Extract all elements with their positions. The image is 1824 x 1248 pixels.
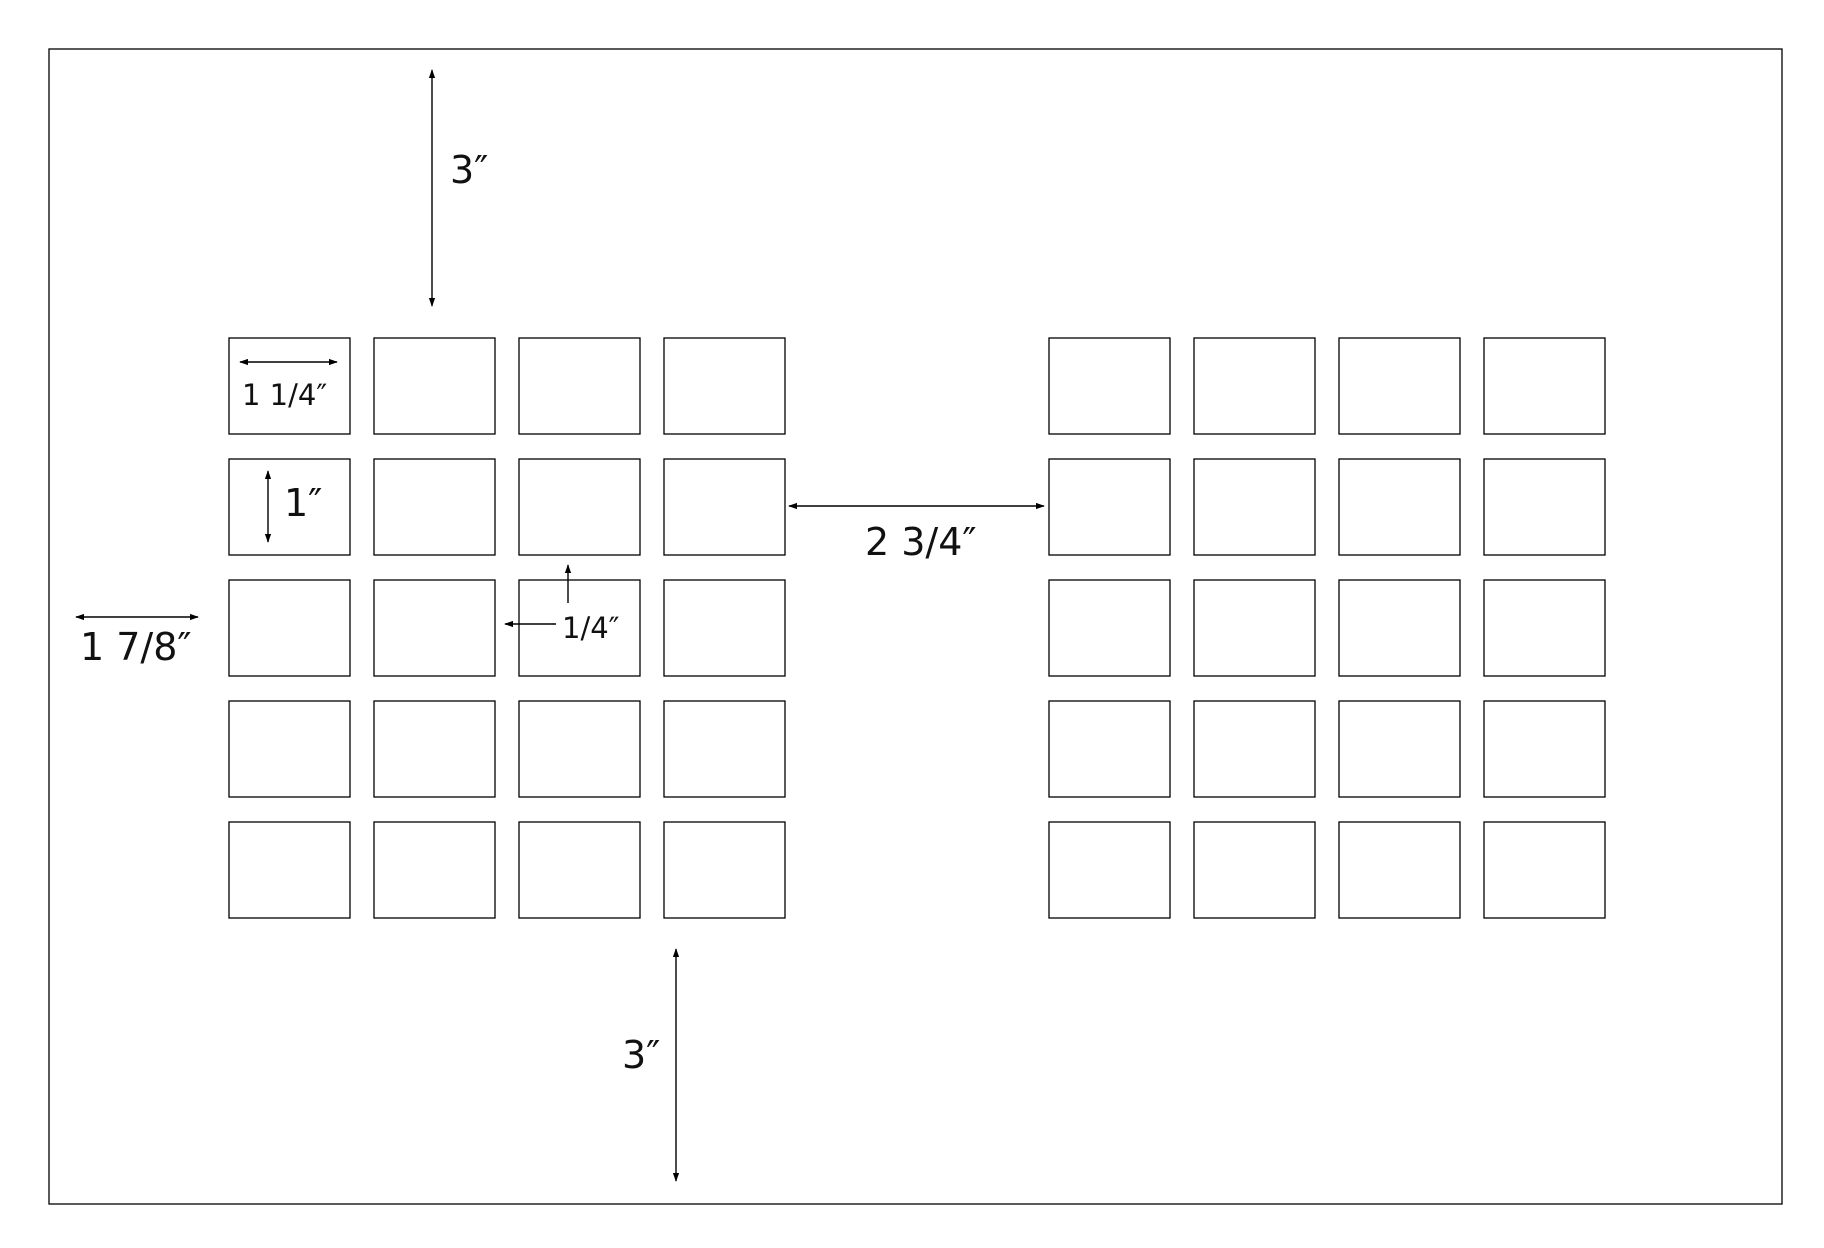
label-box-g1-r3-c2 <box>373 579 496 677</box>
label-box-g2-r2-c3 <box>1338 458 1461 556</box>
label-box-g2-r3-c4 <box>1483 579 1606 677</box>
label-box-g2-r2-c1 <box>1048 458 1171 556</box>
label-box-g1-r1-c3 <box>518 337 641 435</box>
label-box-g2-r2-c4 <box>1483 458 1606 556</box>
label-box-g2-r1-c4 <box>1483 337 1606 435</box>
label-box-g1-r2-c2 <box>373 458 496 556</box>
label-box-g2-r4-c4 <box>1483 700 1606 798</box>
label-box-g1-r5-c4 <box>663 821 786 919</box>
gap-label: 1/4″ <box>562 611 620 645</box>
label-box-g2-r4-c3 <box>1338 700 1461 798</box>
label-box-g1-r4-c2 <box>373 700 496 798</box>
label-box-g2-r3-c1 <box>1048 579 1171 677</box>
label-width-label: 1 1/4″ <box>242 378 327 412</box>
label-box-g1-r4-c3 <box>518 700 641 798</box>
label-box-g1-r2-c3 <box>518 458 641 556</box>
label-box-g1-r4-c4 <box>663 700 786 798</box>
label-box-g1-r1-c4 <box>663 337 786 435</box>
bottom-margin-label: 3″ <box>622 1033 660 1077</box>
label-box-g1-r2-c4 <box>663 458 786 556</box>
label-box-g2-r3-c2 <box>1193 579 1316 677</box>
label-grids <box>228 337 1606 919</box>
sheet-border <box>48 48 1783 1205</box>
label-box-g2-r1-c2 <box>1193 337 1316 435</box>
label-box-g1-r3-c3 <box>518 579 641 677</box>
side-margin-label: 1 7/8″ <box>80 625 192 669</box>
label-box-g2-r2-c2 <box>1193 458 1316 556</box>
label-box-g1-r1-c1 <box>228 337 351 435</box>
label-box-g1-r4-c1 <box>228 700 351 798</box>
label-box-g2-r4-c2 <box>1193 700 1316 798</box>
label-height-label: 1″ <box>284 481 322 525</box>
label-box-g1-r5-c3 <box>518 821 641 919</box>
label-box-g1-r3-c1 <box>228 579 351 677</box>
label-box-g2-r4-c1 <box>1048 700 1171 798</box>
label-box-g1-r5-c2 <box>373 821 496 919</box>
label-box-g1-r1-c2 <box>373 337 496 435</box>
label-box-g2-r5-c1 <box>1048 821 1171 919</box>
label-box-g2-r1-c1 <box>1048 337 1171 435</box>
top-margin-label: 3″ <box>450 148 488 192</box>
label-box-g2-r5-c3 <box>1338 821 1461 919</box>
label-box-g1-r5-c1 <box>228 821 351 919</box>
label-box-g2-r1-c3 <box>1338 337 1461 435</box>
label-box-g2-r3-c3 <box>1338 579 1461 677</box>
label-box-g2-r5-c4 <box>1483 821 1606 919</box>
label-box-g1-r2-c1 <box>228 458 351 556</box>
center-gap-label: 2 3/4″ <box>865 520 977 564</box>
label-box-g1-r3-c4 <box>663 579 786 677</box>
label-box-g2-r5-c2 <box>1193 821 1316 919</box>
